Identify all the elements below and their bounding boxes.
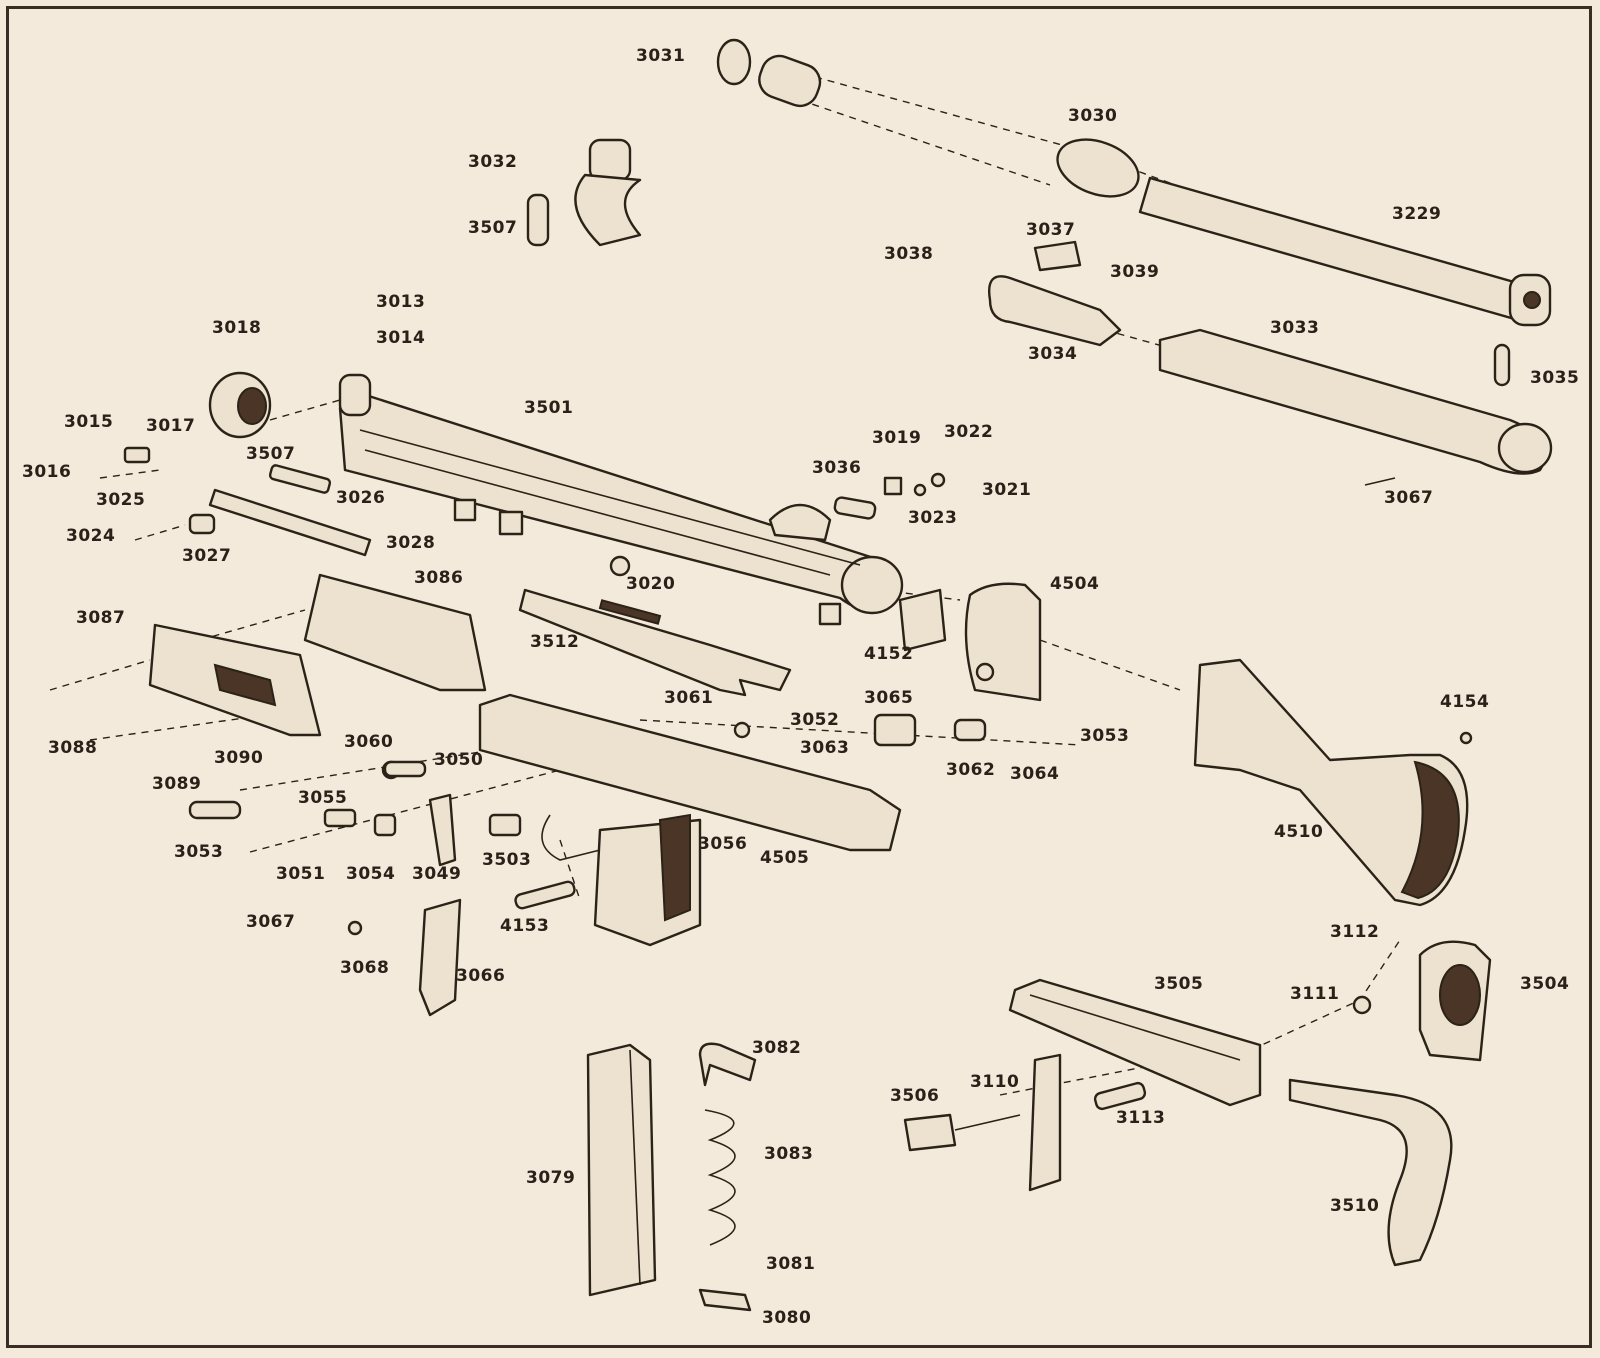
trigger-parts [323,793,522,1017]
part-label: 3111 [1290,984,1340,1004]
part-label: 3056 [698,834,748,854]
part-label: 3088 [48,738,98,758]
part-label: 3021 [982,480,1032,500]
part-label: 3053 [1080,726,1130,746]
part-label: 3038 [884,244,934,264]
part-label: 3080 [762,1308,812,1328]
part-label: 3112 [1330,922,1380,942]
front-sight [526,138,642,247]
part-label: 3507 [246,444,296,464]
part-label: 4153 [500,916,550,936]
part-label: 3504 [1520,974,1570,994]
part-label: 3050 [434,750,484,770]
part-label: 3062 [946,760,996,780]
folding-stock-group [903,940,1492,1267]
part-label: 3028 [386,533,436,553]
part-label: 3020 [626,574,676,594]
part-label: 3055 [298,788,348,808]
part-label: 3507 [468,218,518,238]
part-label: 4154 [1440,692,1490,712]
part-label: 3051 [276,864,326,884]
rear-sight-parts [123,371,372,557]
part-label: 3016 [22,462,72,482]
part-label: 3082 [752,1038,802,1058]
upper-small-assemblies [303,472,947,697]
part-label: 3052 [790,710,840,730]
magazine-assembly [586,1042,757,1312]
part-label: 4152 [864,644,914,664]
part-label: 3054 [346,864,396,884]
part-label: 3017 [146,416,196,436]
trigger-housing [188,693,987,947]
part-label: 3065 [864,688,914,708]
part-label: 3030 [1068,106,1118,126]
part-label: 3022 [944,422,994,442]
part-label: 3067 [1384,488,1434,508]
part-label: 3037 [1026,220,1076,240]
part-label: 3079 [526,1168,576,1188]
part-label: 3110 [970,1072,1020,1092]
part-label: 3512 [530,632,580,652]
part-label: 3087 [76,608,126,628]
part-label: 3024 [66,526,116,546]
part-label: 3033 [1270,318,1320,338]
part-label: 3510 [1330,1196,1380,1216]
part-label: 3013 [376,292,426,312]
part-label: 3049 [412,864,462,884]
bolt-group [988,240,1553,486]
part-label: 3060 [344,732,394,752]
part-label: 3067 [246,912,296,932]
part-label: 4504 [1050,574,1100,594]
part-label: 3089 [152,774,202,794]
part-label: 3086 [414,568,464,588]
part-label: 3026 [336,488,386,508]
part-label: 3039 [1110,262,1160,282]
part-label: 3036 [812,458,862,478]
part-label: 4510 [1274,822,1324,842]
receiver [338,373,904,626]
part-label: 3066 [456,966,506,986]
part-label: 3032 [468,152,518,172]
part-label: 3083 [764,1144,814,1164]
part-label: 3501 [524,398,574,418]
part-label: 3506 [890,1086,940,1106]
part-label: 3505 [1154,974,1204,994]
part-label: 3014 [376,328,426,348]
part-label: 3061 [664,688,714,708]
part-label: 3113 [1116,1108,1166,1128]
part-label: 3015 [64,412,114,432]
part-label: 3031 [636,46,686,66]
part-label: 3018 [212,318,262,338]
part-label: 3019 [872,428,922,448]
part-label: 3064 [1010,764,1060,784]
grip-panels [148,623,322,737]
part-label: 3027 [182,546,232,566]
part-label: 3063 [800,738,850,758]
part-label: 3068 [340,958,390,978]
part-label: 4505 [760,848,810,868]
stock-assembly [964,582,1473,907]
part-label: 3503 [482,850,532,870]
part-label: 3053 [174,842,224,862]
part-label: 3025 [96,490,146,510]
part-label: 3229 [1392,204,1442,224]
part-label: 3090 [214,748,264,768]
part-label: 3023 [908,508,958,528]
barrel-assembly [716,38,1552,327]
part-label: 3081 [766,1254,816,1274]
part-label: 3035 [1530,368,1580,388]
part-label: 3034 [1028,344,1078,364]
